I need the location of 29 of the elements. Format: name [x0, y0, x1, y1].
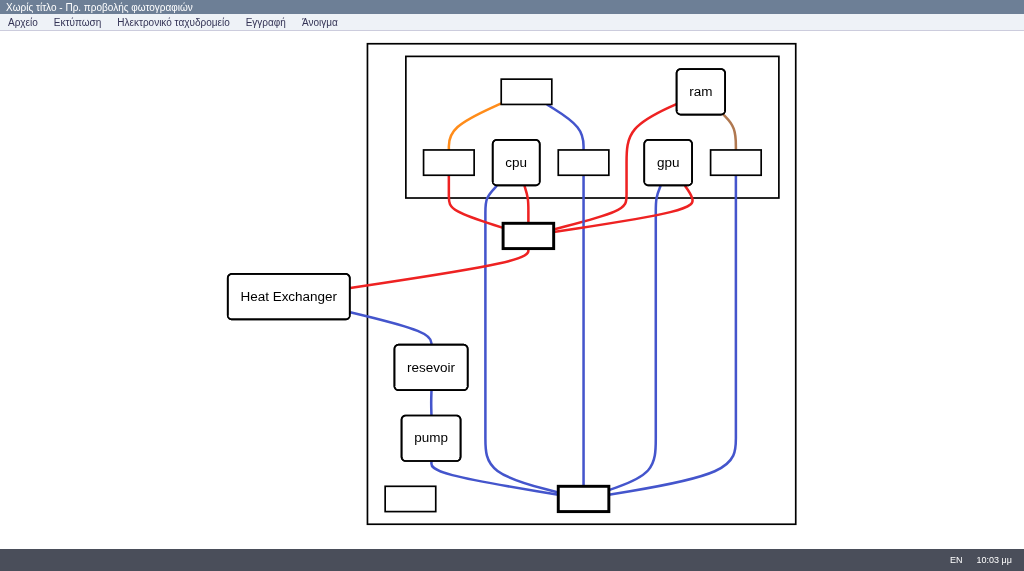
node-box	[557, 149, 610, 177]
cluster	[405, 55, 780, 199]
connector	[523, 185, 530, 224]
connector	[430, 390, 433, 416]
connector	[350, 311, 433, 346]
node-box	[710, 149, 763, 177]
connector	[546, 103, 586, 150]
connector	[484, 184, 559, 494]
node-box	[384, 485, 437, 513]
menu-item: Άνοιγμα	[301, 16, 338, 28]
menu-item: Εγγραφή	[245, 16, 286, 28]
window-title: Χωρίς τίτλο - Πρ. προβολής φωτογραφιών	[6, 1, 193, 13]
clock-time: 10:03 μμ	[976, 555, 1012, 565]
node-bar	[501, 221, 556, 251]
connector	[350, 248, 530, 290]
node-box	[422, 149, 476, 177]
connector	[553, 185, 694, 234]
node-bar	[557, 484, 611, 514]
connector	[722, 113, 738, 150]
language-indicator: EN	[950, 555, 963, 565]
cluster	[366, 42, 797, 526]
menu-item: Αρχείο	[8, 16, 38, 28]
connector	[430, 461, 559, 496]
menu-item: Ηλεκτρονικό ταχυδρομείο	[117, 16, 230, 28]
connector	[582, 175, 586, 487]
connector	[447, 102, 502, 150]
node-box	[500, 78, 553, 106]
connector	[447, 175, 504, 230]
menu-item: Εκτύπωση	[53, 16, 102, 28]
